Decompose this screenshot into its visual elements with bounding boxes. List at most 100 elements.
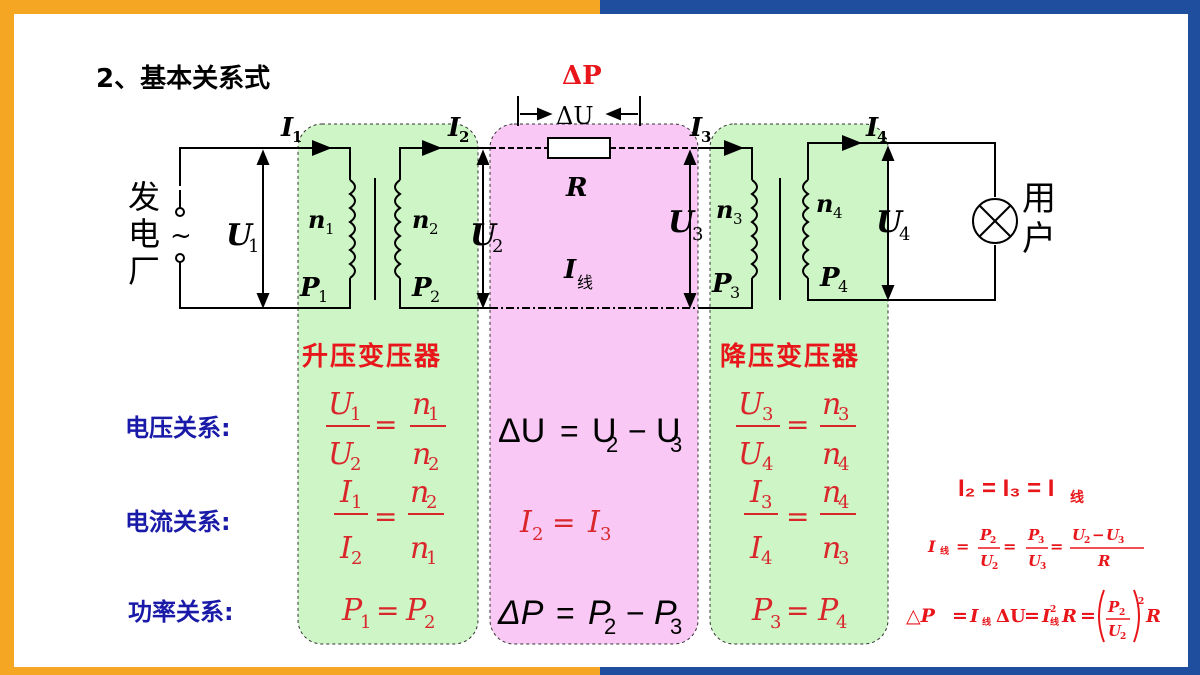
svg-text:I: I: [339, 531, 353, 566]
current-arrows: [300, 135, 862, 156]
label-u2-sub: 2: [492, 236, 503, 257]
user-label-2: 户: [1022, 219, 1056, 259]
svg-text:U: U: [738, 387, 765, 422]
label-u4-sub: 4: [899, 224, 910, 245]
svg-text:ΔP: ΔP: [497, 594, 544, 632]
svg-text:I: I: [519, 505, 533, 540]
svg-text:线: 线: [1070, 489, 1084, 505]
svg-text:n: n: [412, 437, 431, 472]
label-p1-sub: 1: [318, 287, 328, 306]
svg-text:n: n: [410, 475, 429, 510]
label-u1: U: [226, 218, 254, 253]
formula-power-step-up: P 1 = P 2: [341, 593, 435, 633]
svg-text:3: 3: [1118, 536, 1124, 546]
label-i3: I: [689, 113, 703, 143]
label-n2-sub: 2: [429, 220, 439, 238]
svg-text:I: I: [969, 606, 979, 627]
label-p3-sub: 3: [730, 283, 740, 302]
svg-text:=: =: [1024, 605, 1040, 627]
svg-text:=: =: [374, 500, 397, 533]
svg-text:=: =: [374, 408, 397, 441]
svg-text:△P: △P: [906, 605, 936, 627]
formula-current-step-down: I 3 I 4 = n 4 n 3: [744, 475, 856, 569]
formula-power-step-down: P 3 = P 4: [751, 593, 847, 633]
svg-text:4: 4: [762, 454, 773, 475]
svg-text:=: =: [560, 413, 579, 449]
svg-text:U: U: [656, 412, 681, 450]
label-n1-sub: 1: [325, 220, 335, 238]
label-i-line: I: [563, 255, 577, 285]
svg-text:U: U: [328, 387, 355, 422]
svg-text:4: 4: [838, 454, 849, 475]
side-formula-i-line: I 线 = P 2 U 2 = P 3 U 3 = U 2 − U 3 R: [927, 526, 1144, 572]
svg-text:3: 3: [670, 432, 682, 457]
svg-text:I: I: [749, 531, 763, 566]
svg-text:R: R: [1097, 552, 1110, 570]
svg-text:2: 2: [992, 562, 998, 572]
svg-text:2: 2: [426, 492, 437, 513]
svg-text:U: U: [1028, 552, 1042, 570]
label-n1: n: [308, 205, 325, 234]
side-formula-power-loss: △P = I 线 ΔU = I 2 线 R = P 2 U 2 2 R: [906, 589, 1161, 643]
svg-text:n: n: [410, 531, 429, 566]
row-label-voltage: 电压关系:: [125, 414, 231, 442]
svg-text:1: 1: [360, 612, 371, 633]
svg-text:U: U: [1108, 622, 1122, 640]
svg-text:2: 2: [1119, 608, 1125, 618]
svg-text:=: =: [1080, 605, 1096, 627]
label-n3-sub: 3: [733, 210, 743, 228]
svg-text:=: =: [786, 408, 809, 441]
svg-text:线: 线: [1050, 616, 1059, 628]
label-n3: n: [716, 195, 733, 224]
label-n2: n: [412, 205, 429, 234]
label-i1-sub: 1: [292, 128, 302, 146]
coil-n4: [802, 142, 1018, 301]
step-down-transformer-title: 降压变压器: [720, 342, 861, 372]
frame-top-blue: [600, 0, 1200, 14]
frame-top-orange: [0, 0, 600, 14]
formula-current-line: I 2 = I 3: [519, 505, 611, 545]
svg-text:ΔU: ΔU: [996, 606, 1026, 627]
svg-text:=: =: [956, 537, 969, 556]
svg-text:2: 2: [1120, 632, 1126, 642]
svg-text:P: P: [979, 526, 992, 544]
svg-text:1: 1: [426, 548, 437, 569]
frame-left-orange: [0, 0, 14, 675]
formula-current-step-up: I 1 I 2 = n 2 n 1: [334, 475, 444, 569]
svg-text:=: =: [786, 594, 809, 627]
svg-text:=: =: [952, 605, 968, 627]
label-u4: U: [876, 205, 904, 240]
label-i3-sub: 3: [701, 128, 711, 146]
svg-text:2: 2: [350, 454, 361, 475]
label-i2-sub: 2: [459, 128, 469, 146]
plant-tilde: ~: [170, 221, 192, 251]
svg-text:P: P: [654, 594, 677, 632]
svg-text:P: P: [405, 593, 427, 628]
svg-text:U: U: [592, 412, 617, 450]
label-u2: U: [470, 218, 498, 253]
delta-u-bracket: [517, 96, 641, 126]
coil-n2: [394, 147, 490, 309]
svg-text:P: P: [1027, 526, 1040, 544]
row-label-current: 电流关系:: [125, 508, 231, 536]
svg-text:P: P: [751, 593, 773, 628]
user-label-1: 用: [1022, 179, 1056, 219]
svg-text:3: 3: [770, 612, 781, 633]
svg-text:2: 2: [532, 524, 543, 545]
label-i1: I: [280, 113, 294, 143]
label-r: R: [565, 173, 588, 203]
svg-text:1: 1: [428, 404, 439, 425]
label-p4-sub: 4: [838, 277, 848, 296]
svg-text:3: 3: [1038, 536, 1044, 546]
generator-circuit: [175, 147, 351, 309]
label-delta-p: ΔP: [562, 61, 602, 91]
line-region: [489, 123, 699, 645]
plant-label-1: 发: [128, 178, 160, 216]
svg-text:3: 3: [838, 404, 849, 425]
label-u1-sub: 1: [248, 236, 259, 257]
svg-text:2: 2: [1050, 605, 1056, 615]
label-p2: P: [411, 273, 433, 303]
svg-text:n: n: [822, 437, 841, 472]
svg-text:1: 1: [351, 492, 362, 513]
